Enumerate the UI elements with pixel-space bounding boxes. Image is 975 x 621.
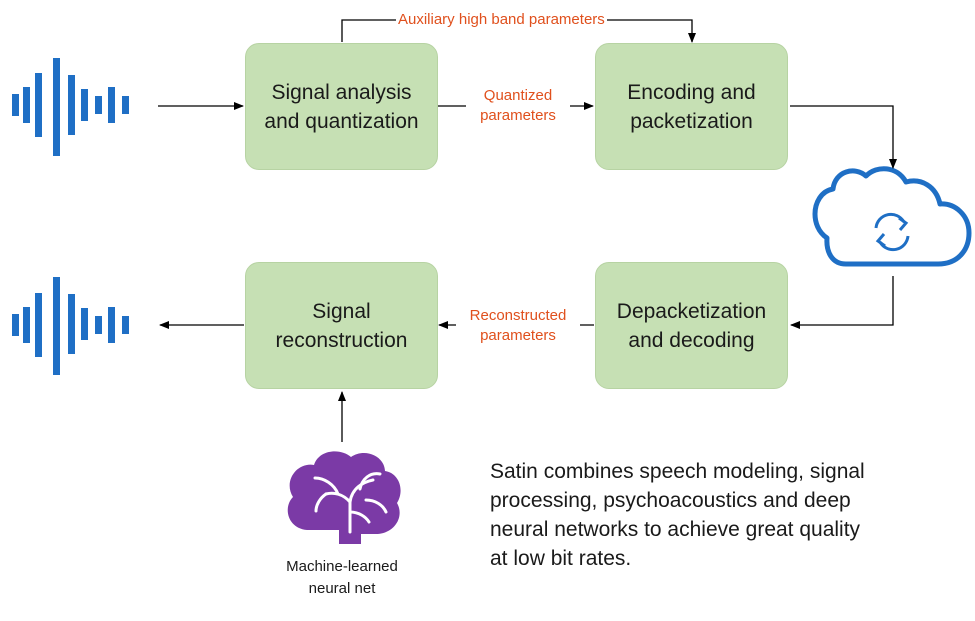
depacketization-line1: Depacketization: [616, 299, 767, 323]
output-waveform-icon: [12, 277, 129, 375]
reconstructed-label-line1: Reconstructed: [469, 307, 567, 324]
encoding-box: Encoding and packetization: [595, 43, 788, 170]
encoding-line2: packetization: [630, 109, 753, 133]
signal-reconstruction-box: Signal reconstruction: [245, 262, 438, 389]
description-line-1: Satin combines speech modeling, signal: [490, 460, 865, 483]
signal-reconstruction-line2: reconstruction: [275, 328, 408, 352]
quantized-label-line2: parameters: [480, 107, 556, 124]
neural-net-caption-line2: neural net: [308, 580, 376, 597]
reconstructed-params-label: Reconstructed parameters: [456, 306, 580, 346]
signal-analysis-line2: and quantization: [264, 109, 419, 133]
brain-icon: [287, 451, 401, 544]
signal-reconstruction-line1: Signal: [312, 299, 371, 323]
encoding-line1: Encoding and: [627, 80, 756, 104]
signal-analysis-line1: Signal analysis: [271, 80, 412, 104]
neural-net-caption: Machine-learned neural net: [262, 556, 422, 600]
quantized-label-line1: Quantized: [483, 87, 553, 104]
depacketization-line2: and decoding: [628, 328, 755, 352]
description-line-3: neural networks to achieve great quality: [490, 518, 861, 541]
encoding-to-cloud-arrow: [790, 105, 897, 169]
cloud-to-depacketization-arrow: [790, 276, 894, 329]
description-text: Satin combines speech modeling, signal p…: [490, 457, 960, 573]
description-line-4: at low bit rates.: [490, 547, 632, 570]
quantized-params-label: Quantized parameters: [466, 86, 570, 126]
cloud-sync-icon: [812, 166, 972, 267]
signal-analysis-box: Signal analysis and quantization: [245, 43, 438, 170]
auxiliary-params-label: Auxiliary high band parameters: [396, 10, 607, 30]
depacketization-box: Depacketization and decoding: [595, 262, 788, 389]
input-waveform-icon: [12, 58, 129, 156]
description-line-2: processing, psychoacoustics and deep: [490, 489, 851, 512]
neural-net-caption-line1: Machine-learned: [286, 558, 398, 575]
reconstructed-label-line2: parameters: [480, 327, 556, 344]
